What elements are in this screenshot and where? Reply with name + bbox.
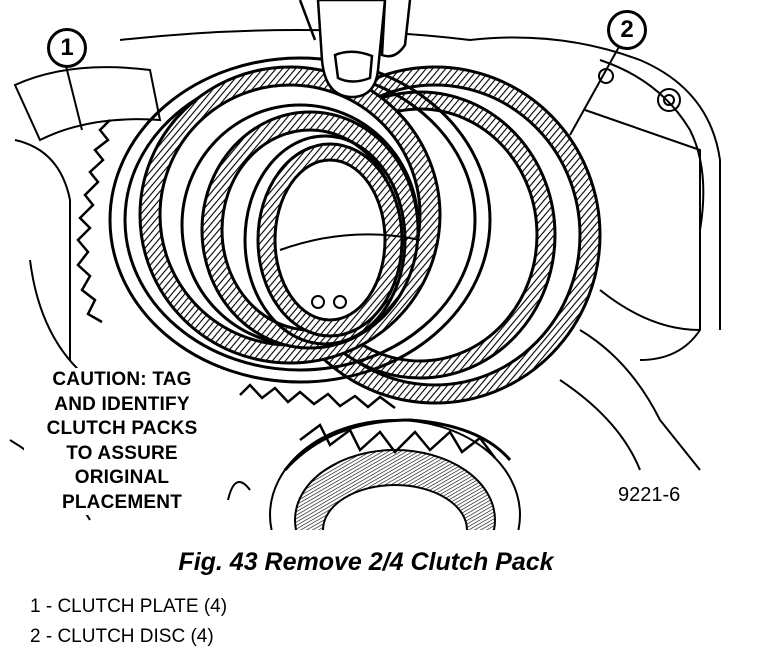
caution-line: AND IDENTIFY [54, 393, 190, 415]
callout-1: 1 [47, 28, 87, 68]
transmission-case [9, 29, 721, 521]
caution-line: TO ASSURE [66, 442, 178, 464]
legend-item: 1 - CLUTCH PLATE (4) [30, 596, 228, 617]
legend-item: 2 - CLUTCH DISC (4) [30, 626, 214, 647]
figure-caption: Fig. 43 Remove 2/4 Clutch Pack [178, 548, 554, 576]
hand-fingers [298, 0, 412, 99]
caution-line: CLUTCH PACKS [46, 418, 198, 439]
clutch-rings [76, 56, 602, 410]
clutch-hub [269, 418, 521, 530]
caution-line: CAUTION: TAG [52, 369, 192, 390]
caution-line: PLACEMENT [61, 491, 183, 513]
callout-2: 2 [607, 10, 647, 50]
legend: 1 - CLUTCH PLATE (4) 2 - CLUTCH DISC (4) [30, 592, 227, 652]
caution-note: CAUTION: TAG AND IDENTIFY CLUTCH PACKS T… [24, 368, 220, 515]
leader-lines [65, 44, 621, 136]
clutch-pack-illustration [9, 0, 721, 530]
caution-line: ORIGINAL [74, 467, 170, 488]
figure-id: 9221-6 [616, 484, 683, 507]
